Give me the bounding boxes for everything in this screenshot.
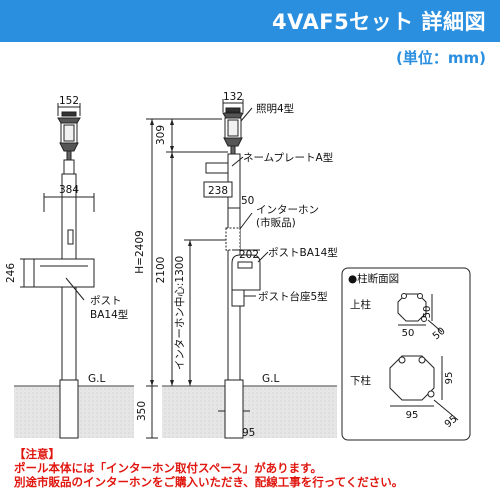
label-post: ポストBA14型: [268, 246, 338, 259]
dim-nameplate-width: 238: [208, 185, 228, 197]
lower-column-section: [389, 355, 435, 401]
label-intercom-2: (市販品): [256, 216, 296, 229]
ground-right: [162, 386, 337, 438]
right-ground-label: G.L: [262, 373, 279, 385]
left-post-label-2: BA14型: [90, 308, 128, 321]
dim-burial-depth: 350: [136, 401, 148, 421]
lower-dim-a: 95: [444, 372, 455, 385]
label-post-base: ポスト台座5型: [258, 290, 328, 303]
right-lamp: [222, 107, 244, 155]
notes-block: 【注意】 ポール本体には「インターホン取付スペース」があります。 別途市販品のイ…: [14, 447, 494, 489]
label-lighting: 照明4型: [256, 102, 294, 115]
left-post-label-1: ポスト: [90, 295, 122, 307]
section-title: ●柱断面図: [348, 272, 399, 285]
notes-line-2: 別途市販品のインターホンをご購入いただき、配線工事を行ってください。: [14, 475, 404, 489]
label-intercom-1: インターホン: [256, 204, 319, 216]
upper-column-label: 上柱: [350, 298, 371, 311]
section-panel: ●柱断面図 上柱 50 50 50 下柱 95 95 95: [341, 267, 471, 441]
dim-pole-width: 95: [242, 427, 255, 439]
dim-gap: 50: [241, 195, 254, 207]
upper-dim-b: 50: [402, 328, 415, 339]
label-nameplate: ネームプレートA型: [243, 151, 333, 164]
dim-lamp-height: 309: [155, 125, 167, 145]
right-post-base: [231, 289, 245, 307]
left-pole-lower: [59, 379, 79, 439]
dim-total-height: H=2409: [134, 230, 146, 273]
dim-left-box-height: 246: [5, 263, 17, 283]
right-pole-lower: [224, 379, 244, 439]
right-intercom: [225, 227, 241, 251]
section-frame: [341, 267, 471, 441]
left-mailbox: [33, 258, 95, 288]
right-elevation: 132 H=2409 309 2100 インターホン中心:1300: [134, 91, 338, 439]
dim-left-lamp-width: 152: [59, 95, 79, 107]
lower-dim-b: 95: [406, 410, 419, 421]
dim-intercom-height: インターホン中心:1300: [173, 256, 186, 370]
unit-label: (単位：mm): [396, 49, 486, 67]
dim-pole-height: 2100: [155, 257, 167, 284]
dim-left-width: 384: [59, 184, 79, 196]
dim-right-lamp-width: 132: [223, 91, 243, 103]
dim-post-width: 202: [239, 249, 259, 261]
lower-column-label: 下柱: [350, 374, 371, 387]
left-lamp: [57, 111, 81, 175]
left-elevation: 152 384 246 ポスト BA14型 G.L: [5, 95, 128, 439]
notes-line-1: ポール本体には「インターホン取付スペース」があります。: [14, 461, 322, 475]
upper-dim-a: 50: [422, 306, 433, 319]
notes-heading: 【注意】: [14, 447, 60, 461]
page-title: 4VAF5セット 詳細図: [272, 10, 486, 34]
left-ground-label: G.L: [88, 373, 105, 385]
title-bar: 4VAF5セット 詳細図: [0, 0, 500, 42]
